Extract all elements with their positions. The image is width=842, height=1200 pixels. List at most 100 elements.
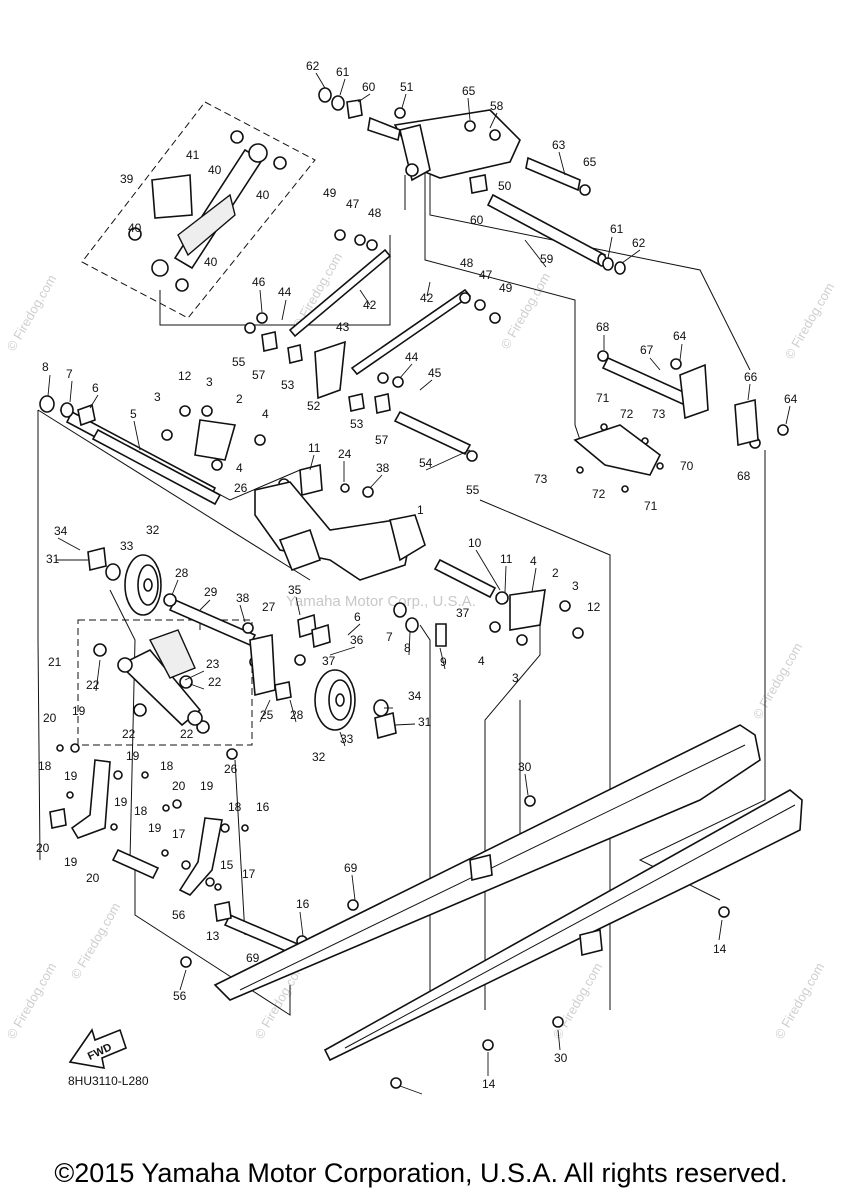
callout: 61 <box>336 65 350 79</box>
callout: 40 <box>256 188 270 202</box>
callout: 49 <box>323 186 337 200</box>
callout: 47 <box>479 268 493 282</box>
callout: 19 <box>64 855 78 869</box>
forward-arrow-icon: FWD <box>68 1028 127 1069</box>
callout: 17 <box>172 827 186 841</box>
callout: 20 <box>36 841 50 855</box>
callout: 14 <box>482 1077 496 1091</box>
callout: 19 <box>126 749 140 763</box>
callout: 67 <box>640 343 654 357</box>
callout: 19 <box>64 769 78 783</box>
callout: 69 <box>344 861 358 875</box>
callout: 47 <box>346 197 360 211</box>
callout: 19 <box>72 704 86 718</box>
callout: 32 <box>146 523 160 537</box>
shafts <box>65 156 692 957</box>
watermark: © Firedog.com <box>4 960 60 1042</box>
callout: 46 <box>252 275 266 289</box>
callout: 38 <box>236 591 250 605</box>
callout: 34 <box>408 689 422 703</box>
callout: 20 <box>86 871 100 885</box>
callout: 38 <box>376 461 390 475</box>
watermark: © Firedog.com <box>782 280 838 362</box>
callout: 48 <box>460 256 474 270</box>
callout: 55 <box>466 483 480 497</box>
watermark: © Firedog.com <box>772 960 828 1042</box>
callout: 45 <box>428 366 442 380</box>
callout: 3 <box>154 390 161 404</box>
links-17-27 <box>70 634 276 896</box>
callout: 28 <box>175 566 189 580</box>
callout: 7 <box>386 630 393 644</box>
callout: 66 <box>744 370 758 384</box>
callout: 3 <box>572 579 579 593</box>
callout: 1 <box>417 503 424 517</box>
callout: 11 <box>500 552 513 566</box>
callout: 44 <box>278 285 292 299</box>
callout: 24 <box>338 447 352 461</box>
callout: 14 <box>713 942 727 956</box>
callout: 6 <box>92 381 99 395</box>
callout: 20 <box>43 711 57 725</box>
callout: 65 <box>462 84 476 98</box>
callout: 31 <box>418 715 432 729</box>
callout: 22 <box>180 727 194 741</box>
callout: 6 <box>354 610 361 624</box>
callout: 18 <box>38 759 52 773</box>
callout: 19 <box>114 795 128 809</box>
callout: 53 <box>281 378 295 392</box>
callout: 55 <box>232 355 246 369</box>
callout: 25 <box>260 708 274 722</box>
callout: 33 <box>120 539 134 553</box>
watermark: © Firedog.com <box>550 960 606 1042</box>
callout: 60 <box>362 80 376 94</box>
callout: 54 <box>419 456 433 470</box>
callout: 50 <box>498 179 512 193</box>
callout: 26 <box>224 762 238 776</box>
callout: 49 <box>499 281 513 295</box>
callout: 22 <box>208 675 222 689</box>
callout: 32 <box>312 750 326 764</box>
callout: 4 <box>262 407 269 421</box>
callout: 26 <box>234 481 248 495</box>
callout: 42 <box>420 291 434 305</box>
callout: 18 <box>160 759 174 773</box>
callout: 51 <box>400 80 414 94</box>
callout: 68 <box>737 469 751 483</box>
callout: 16 <box>256 800 270 814</box>
watermark: © Firedog.com <box>4 272 60 354</box>
callout: 72 <box>620 407 634 421</box>
links-42 <box>288 248 472 400</box>
callout: 3 <box>512 671 519 685</box>
callout: 20 <box>172 779 186 793</box>
rear-shock-absorber <box>128 130 287 292</box>
callout: 37 <box>456 606 470 620</box>
callout: 19 <box>148 821 162 835</box>
callout: 36 <box>350 633 364 647</box>
callout: 62 <box>632 236 646 250</box>
callout: 73 <box>652 407 666 421</box>
callout: 71 <box>644 499 658 513</box>
watermark: © Firedog.com <box>68 900 124 982</box>
callout: 19 <box>200 779 214 793</box>
callout: 15 <box>220 858 234 872</box>
callout: 48 <box>368 206 382 220</box>
callout: 69 <box>246 951 260 965</box>
copyright-footer: ©2015 Yamaha Motor Corporation, U.S.A. A… <box>54 1158 788 1188</box>
callout: 2 <box>236 392 243 406</box>
catalog-number: 8HU3110-L280 <box>68 1074 149 1088</box>
main-frame-1 <box>194 419 546 631</box>
callout: 13 <box>206 929 220 943</box>
callout: 53 <box>350 417 364 431</box>
callout: 30 <box>518 760 532 774</box>
callout: 60 <box>470 213 484 227</box>
callout: 12 <box>587 600 601 614</box>
callout: 71 <box>596 391 610 405</box>
rear-shock-group-box <box>81 101 316 319</box>
callout: 68 <box>596 320 610 334</box>
callout: 28 <box>290 708 304 722</box>
callout: 65 <box>583 155 597 169</box>
callout: 7 <box>66 367 73 381</box>
callout: 40 <box>204 255 218 269</box>
